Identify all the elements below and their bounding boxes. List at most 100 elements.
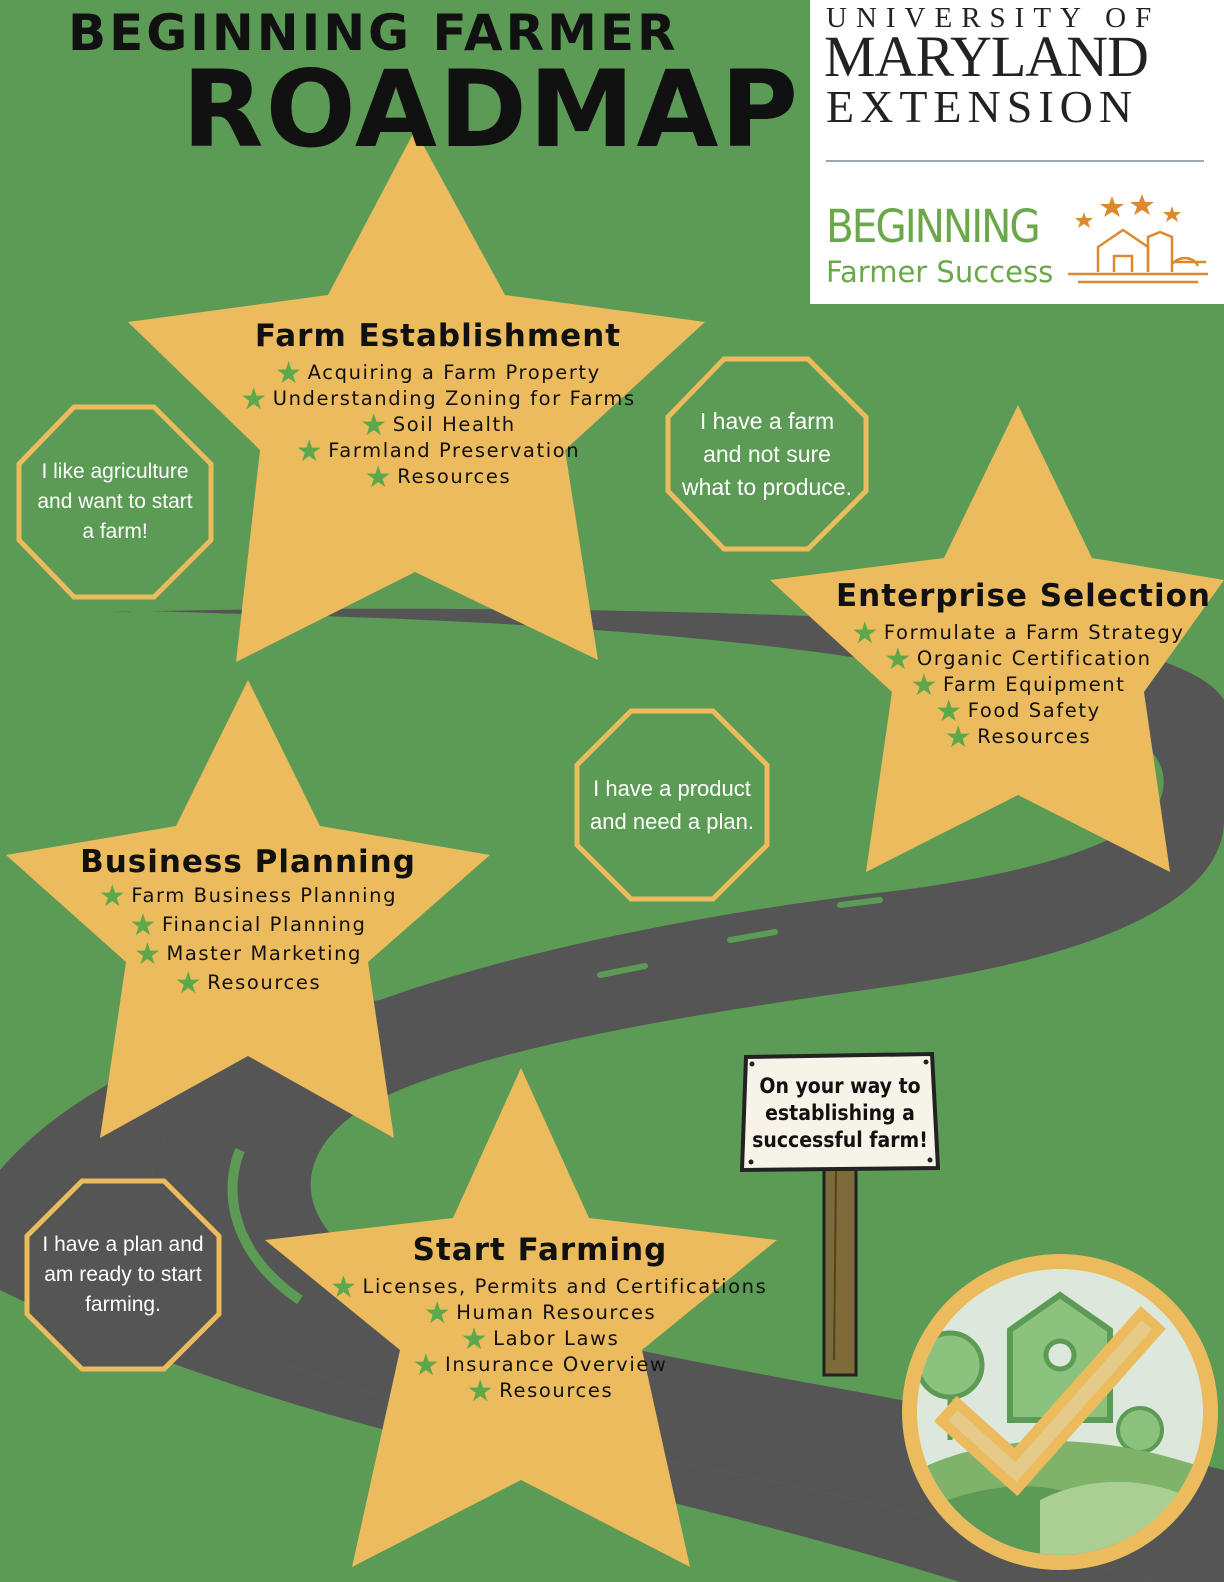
star-start-farming-shape — [265, 1068, 777, 1567]
signpost-graphic — [739, 1051, 941, 1377]
prompt-line: and not sure — [703, 440, 831, 467]
list-item[interactable]: ★Understanding Zoning for Farms — [218, 385, 658, 415]
list-item-label: Resources — [977, 725, 1092, 748]
farm-checkmark-badge-icon — [902, 1254, 1218, 1570]
list-item[interactable]: ★Organic Certification — [836, 645, 1200, 675]
list-item-label: Organic Certification — [916, 647, 1152, 670]
list-item[interactable]: ★Food Safety — [836, 697, 1200, 727]
prompt-text: I like agriculture and want to start a f… — [37, 457, 192, 547]
section-title: Business Planning — [80, 844, 416, 880]
list-item[interactable]: ★Financial Planning — [68, 908, 428, 943]
star-icon: ★ — [910, 668, 939, 703]
section-business-planning: Business Planning ★Farm Business Plannin… — [68, 844, 428, 1001]
list-item[interactable]: ★Acquiring a Farm Property — [218, 359, 658, 389]
section-list: ★Licenses, Permits and Certifications ★H… — [330, 1273, 766, 1407]
list-item[interactable]: ★Human Resources — [330, 1299, 750, 1329]
prompt-line: I have a farm — [699, 407, 835, 434]
prompt-line: a farm! — [82, 520, 148, 543]
list-item[interactable]: ★Licenses, Permits and Certifications — [330, 1273, 766, 1303]
list-item-label: Insurance Overview — [445, 1353, 668, 1376]
list-item-label: Licenses, Permits and Certifications — [362, 1275, 768, 1298]
sign-line: establishing a — [765, 1101, 915, 1125]
prompt-line: am ready to start — [44, 1263, 202, 1286]
prompt-line: and want to start — [37, 490, 193, 513]
list-item-label: Resources — [397, 465, 512, 488]
list-item-label: Understanding Zoning for Farms — [272, 387, 636, 410]
star-icon: ★ — [133, 937, 163, 972]
list-item[interactable]: ★Resources — [218, 463, 658, 493]
section-list: ★Acquiring a Farm Property ★Understandin… — [218, 359, 658, 493]
star-icon: ★ — [364, 460, 394, 495]
list-item[interactable]: ★Labor Laws — [330, 1325, 750, 1355]
list-item[interactable]: ★Farmland Preservation — [218, 437, 658, 467]
list-item-label: Farm Equipment — [943, 673, 1126, 696]
star-icon: ★ — [275, 356, 304, 391]
list-item-label: Financial Planning — [162, 913, 367, 936]
prompt-line: and need a plan. — [590, 809, 754, 834]
barn-stars-icon — [1068, 194, 1208, 284]
star-icon: ★ — [944, 720, 974, 755]
prompt-octagon-3[interactable]: I have a product and need a plan. — [572, 705, 772, 905]
prompt-octagon-1[interactable]: I like agriculture and want to start a f… — [15, 402, 215, 602]
list-item-label: Labor Laws — [493, 1327, 620, 1350]
star-icon: ★ — [174, 966, 204, 1001]
list-item[interactable]: ★Insurance Overview — [330, 1351, 750, 1381]
list-item[interactable]: ★Farm Business Planning — [68, 879, 428, 914]
list-item[interactable]: ★Soil Health — [218, 411, 658, 441]
list-item-label: Farm Business Planning — [131, 884, 398, 907]
list-item-label: Farmland Preservation — [328, 439, 581, 462]
list-item-label: Human Resources — [456, 1301, 657, 1324]
prompt-line: what to produce. — [681, 473, 853, 500]
star-icon: ★ — [98, 879, 128, 914]
list-item-label: Acquiring a Farm Property — [307, 361, 601, 384]
octagon-outlines — [16, 356, 869, 1372]
star-icon: ★ — [460, 1322, 490, 1357]
section-enterprise-selection: Enterprise Selection ★Formulate a Farm S… — [836, 578, 1211, 753]
star-icon: ★ — [240, 382, 269, 417]
signpost-message: On your way to establishing a successful… — [742, 1073, 938, 1154]
program-logo-line2: Farmer Success — [826, 255, 1054, 289]
list-item-label: Soil Health — [392, 413, 516, 436]
list-item[interactable]: ★Resources — [330, 1377, 750, 1407]
prompt-line: I have a product — [593, 776, 751, 801]
prompt-octagon-4[interactable]: I have a plan and am ready to start farm… — [23, 1175, 223, 1375]
list-item[interactable]: ★Formulate a Farm Strategy — [836, 619, 1200, 649]
star-icon: ★ — [466, 1374, 496, 1409]
list-item-label: Master Marketing — [166, 942, 363, 965]
logo-panel: UNIVERSITY OF MARYLAND EXTENSION BEGINNI… — [810, 0, 1224, 304]
prompt-text: I have a plan and am ready to start farm… — [42, 1230, 203, 1320]
section-title: Enterprise Selection — [836, 578, 1211, 614]
section-title: Farm Establishment — [254, 318, 622, 354]
prompt-line: I like agriculture — [41, 460, 189, 483]
sign-line: On your way to — [759, 1074, 921, 1098]
sign-line: successful farm! — [752, 1128, 928, 1152]
logo-extension: EXTENSION — [826, 81, 1139, 132]
star-icon: ★ — [851, 616, 880, 651]
star-icon: ★ — [330, 1270, 359, 1305]
list-item[interactable]: ★Farm Equipment — [836, 671, 1200, 701]
section-list: ★Formulate a Farm Strategy ★Organic Cert… — [836, 619, 1200, 753]
list-item-label: Resources — [207, 971, 322, 994]
octagon-3 — [574, 708, 770, 902]
section-list: ★Farm Business Planning ★Financial Plann… — [68, 879, 428, 1001]
list-item-label: Food Safety — [967, 699, 1101, 722]
prompt-text: I have a product and need a plan. — [590, 772, 754, 838]
star-icon: ★ — [884, 642, 913, 677]
star-icon: ★ — [412, 1348, 441, 1383]
list-item[interactable]: ★Resources — [836, 723, 1200, 753]
logo-divider — [826, 160, 1204, 162]
prompt-octagon-2[interactable]: I have a farm and not sure what to produ… — [667, 354, 867, 554]
section-title: Start Farming — [412, 1232, 668, 1268]
logo-university: UNIVERSITY OF — [826, 2, 1161, 34]
star-icon: ★ — [129, 908, 159, 943]
list-item[interactable]: ★Master Marketing — [68, 937, 428, 972]
prompt-line: farming. — [85, 1293, 161, 1316]
prompt-line: I have a plan and — [42, 1233, 204, 1256]
star-business-planning-shape — [6, 680, 490, 1138]
list-item[interactable]: ★Resources — [68, 966, 428, 1001]
program-logo-line1: BEGINNING — [826, 200, 1041, 253]
list-item-label: Resources — [499, 1379, 614, 1402]
star-icon: ★ — [295, 434, 325, 469]
logo-maryland: MARYLAND — [824, 24, 1149, 89]
